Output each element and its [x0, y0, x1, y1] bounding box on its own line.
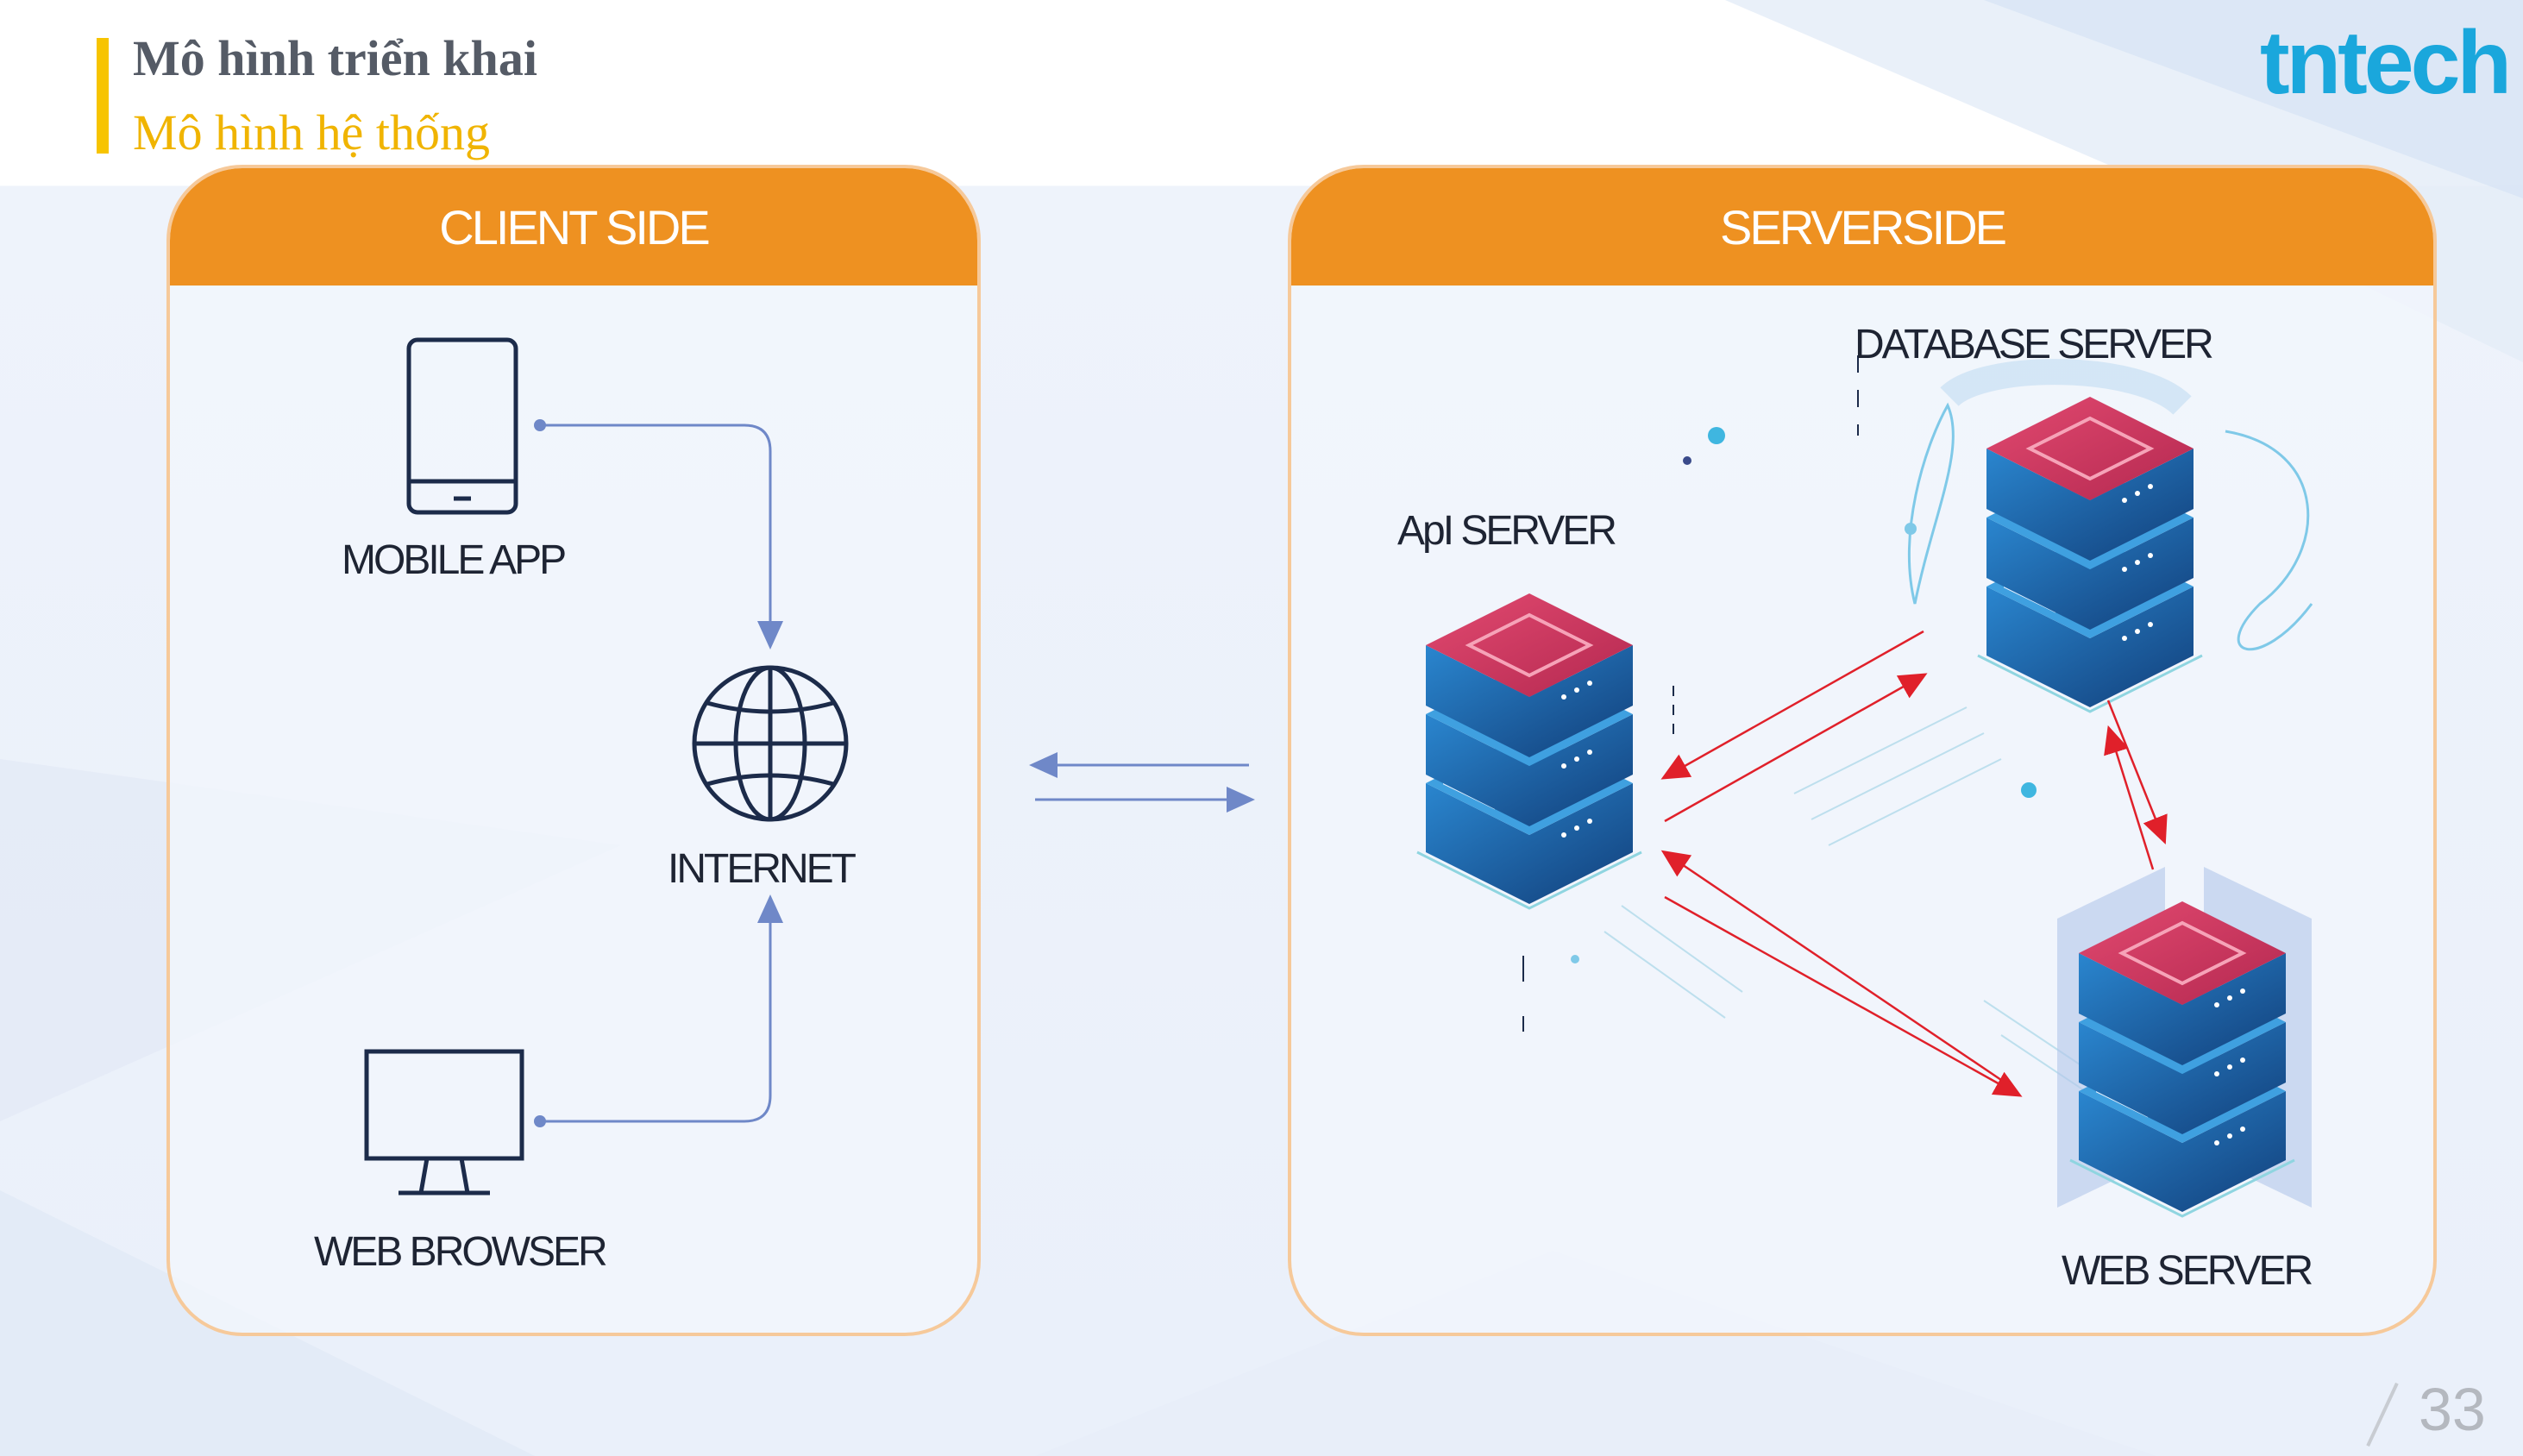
web-server-icon [2068, 900, 2296, 1218]
internet-label: INTERNET [668, 846, 857, 892]
mobile-app-label: MOBILE APP [342, 537, 567, 583]
globe-icon [692, 665, 849, 822]
slide-title: Mô hình triển khai [133, 30, 537, 86]
database-server-icon [1976, 395, 2204, 713]
monitor-icon [364, 1049, 524, 1196]
brand-logo: tntech [2260, 13, 2512, 113]
api-server-label: ApI SERVER [1397, 508, 1617, 554]
database-server-label: DATABASE SERVER [1855, 322, 2214, 367]
title-accent-bar [97, 38, 109, 154]
client-server-arrows [1029, 752, 1255, 813]
browser-to-internet-connector [534, 894, 783, 1127]
mobile-phone-icon [406, 337, 518, 515]
slide-subtitle: Mô hình hệ thống [133, 104, 491, 160]
web-server-label: WEB SERVER [2062, 1248, 2313, 1294]
server-side-header: SERVERSIDE [1291, 168, 2433, 286]
server-decoration [1522, 355, 2313, 1105]
mobile-to-internet-connector [534, 419, 783, 650]
page-number: 33 [2419, 1376, 2486, 1443]
client-side-panel: CLIENT SIDE [166, 165, 981, 1336]
client-side-header: CLIENT SIDE [170, 168, 977, 286]
web-browser-label: WEB BROWSER [314, 1229, 608, 1275]
server-link-arrows [1660, 630, 2168, 1097]
api-server-icon [1415, 592, 1643, 910]
